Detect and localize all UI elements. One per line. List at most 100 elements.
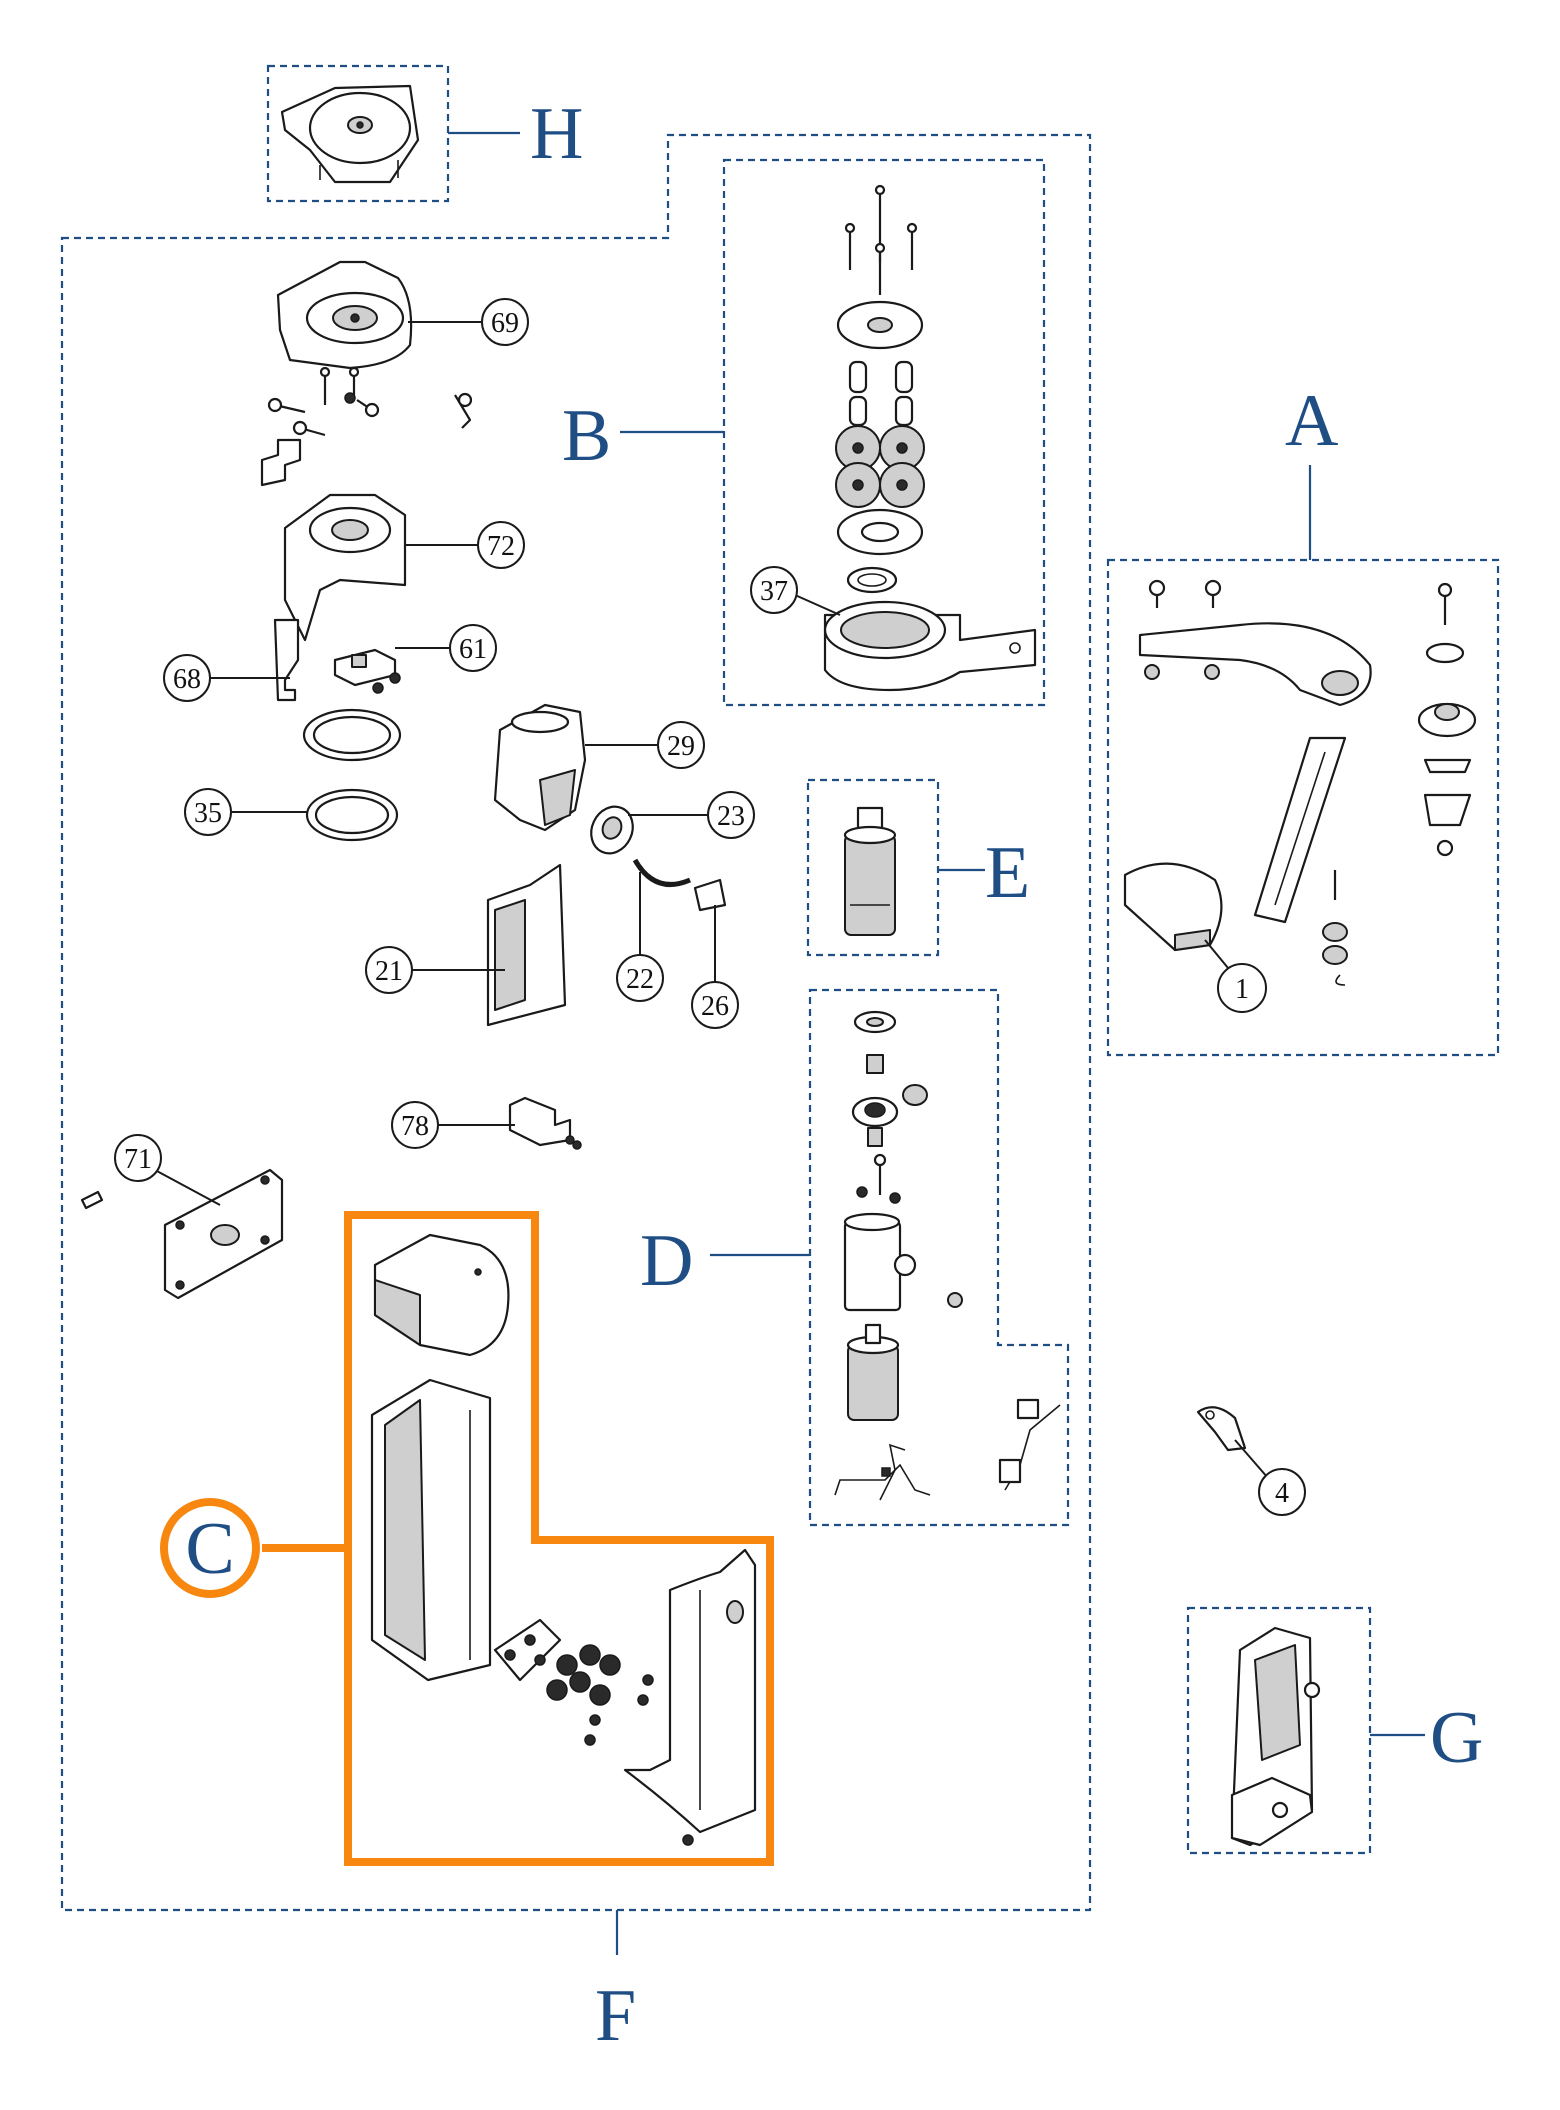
group-g-label: G xyxy=(1430,1697,1483,1779)
ring-gear-arm-part xyxy=(823,600,1037,692)
callout-1[interactable]: 1 xyxy=(1217,963,1267,1013)
callout-21[interactable]: 21 xyxy=(365,946,413,994)
group-d-box xyxy=(808,988,1070,1527)
group-d-label: D xyxy=(640,1220,693,1302)
group-h-label: H xyxy=(530,93,583,175)
button-pad-part xyxy=(493,1618,562,1682)
callout-4[interactable]: 4 xyxy=(1258,1468,1306,1516)
part-78-bracket xyxy=(508,1096,582,1150)
group-e-box xyxy=(806,778,940,957)
callout-71-leader xyxy=(154,1169,221,1206)
slotted-rail-part xyxy=(1253,736,1347,924)
planet-gears-part xyxy=(835,425,925,508)
svg-text:78: 78 xyxy=(401,1111,429,1142)
part-61-switch xyxy=(333,648,401,694)
bolts-part xyxy=(844,184,918,295)
group-g-box xyxy=(1186,1606,1372,1855)
callout-29[interactable]: 29 xyxy=(657,721,705,769)
part-69-top-cover xyxy=(276,260,413,370)
part-26-plate xyxy=(693,878,727,912)
bushing-part xyxy=(846,566,898,594)
callout-35[interactable]: 35 xyxy=(184,788,232,836)
group-b[interactable]: B xyxy=(562,158,1046,707)
callout-61[interactable]: 61 xyxy=(449,624,497,672)
housing-tube-part xyxy=(843,1212,963,1312)
group-d[interactable]: D xyxy=(640,988,1070,1527)
carrier-plate-part xyxy=(836,508,924,556)
group-c-circle xyxy=(160,1498,260,1598)
part-68-bracket xyxy=(273,618,300,702)
wiring-harness-part xyxy=(834,1398,1061,1501)
part-29-gearbox-housing xyxy=(493,703,587,832)
callout-71[interactable]: 71 xyxy=(114,1134,162,1182)
group-a-label: A xyxy=(1285,380,1338,462)
part-22-clip xyxy=(632,858,691,887)
group-a-box xyxy=(1106,558,1500,1057)
part-4-key xyxy=(1196,1406,1247,1452)
group-g[interactable]: G xyxy=(1186,1606,1483,1855)
svg-text:72: 72 xyxy=(487,531,515,562)
part-23-cap xyxy=(590,805,634,855)
group-a[interactable]: A xyxy=(1106,380,1500,1057)
svg-text:71: 71 xyxy=(124,1144,152,1175)
group-f-box xyxy=(60,133,1092,1912)
callout-26[interactable]: 26 xyxy=(691,981,739,1029)
svg-text:69: 69 xyxy=(491,308,519,339)
base-housing-part xyxy=(280,84,420,184)
dc-motor-part xyxy=(846,1323,900,1421)
group-b-label: B xyxy=(562,395,611,477)
callout-37[interactable]: 37 xyxy=(750,566,798,614)
group-c[interactable]: C xyxy=(160,1211,774,1866)
part-71-mount-plate xyxy=(80,1168,284,1300)
svg-text:37: 37 xyxy=(760,576,788,607)
column-cover-part xyxy=(623,1548,757,1846)
pins-part xyxy=(848,360,914,427)
group-e-label: E xyxy=(985,832,1030,914)
group-c-highlight-box xyxy=(344,1211,774,1866)
column-cap-part xyxy=(373,1233,510,1357)
group-e[interactable]: E xyxy=(806,778,1030,957)
group-h-box xyxy=(266,64,450,203)
small-screws-a-part xyxy=(1144,579,1465,680)
callout-69[interactable]: 69 xyxy=(481,298,529,346)
part-21-frame xyxy=(486,863,567,1027)
callout-72[interactable]: 72 xyxy=(477,521,525,569)
svg-text:61: 61 xyxy=(459,634,487,665)
svg-text:68: 68 xyxy=(173,664,201,695)
svg-text:26: 26 xyxy=(701,991,729,1022)
group-c-label: C xyxy=(185,1508,234,1590)
group-f-label: F xyxy=(595,1975,636,2057)
part-35-gasket-ring xyxy=(305,788,399,842)
group-h[interactable]: H xyxy=(266,64,583,203)
top-plate-part xyxy=(836,300,924,350)
svg-text:35: 35 xyxy=(194,798,222,829)
motor-part xyxy=(843,806,897,936)
drive-gear-part xyxy=(851,1054,928,1147)
end-cap-part xyxy=(1123,862,1223,952)
callout-22[interactable]: 22 xyxy=(616,954,664,1002)
gasket-ring-upper-part xyxy=(302,708,402,762)
callout-78[interactable]: 78 xyxy=(391,1101,439,1149)
knob-parts xyxy=(1322,702,1477,986)
svg-text:29: 29 xyxy=(667,731,695,762)
group-f[interactable]: F xyxy=(60,133,1092,2057)
callout-23[interactable]: 23 xyxy=(707,791,755,839)
svg-text:23: 23 xyxy=(717,801,745,832)
callout-4-leader xyxy=(1234,1439,1269,1479)
buttons-part xyxy=(546,1644,654,1746)
part-72-mid-cover xyxy=(283,493,407,642)
small-screws-part xyxy=(260,366,473,487)
washer-d-part xyxy=(853,1010,897,1034)
battery-module-part xyxy=(1230,1626,1321,1847)
callout-37-leader xyxy=(794,594,841,616)
arm-bracket-part xyxy=(1138,622,1372,707)
screws-d-part xyxy=(856,1153,901,1204)
column-extrusion-part xyxy=(370,1378,492,1682)
svg-text:22: 22 xyxy=(626,964,654,995)
svg-text:1: 1 xyxy=(1235,974,1249,1005)
svg-text:21: 21 xyxy=(375,956,403,987)
callout-68[interactable]: 68 xyxy=(163,654,211,702)
svg-text:4: 4 xyxy=(1275,1478,1289,1509)
